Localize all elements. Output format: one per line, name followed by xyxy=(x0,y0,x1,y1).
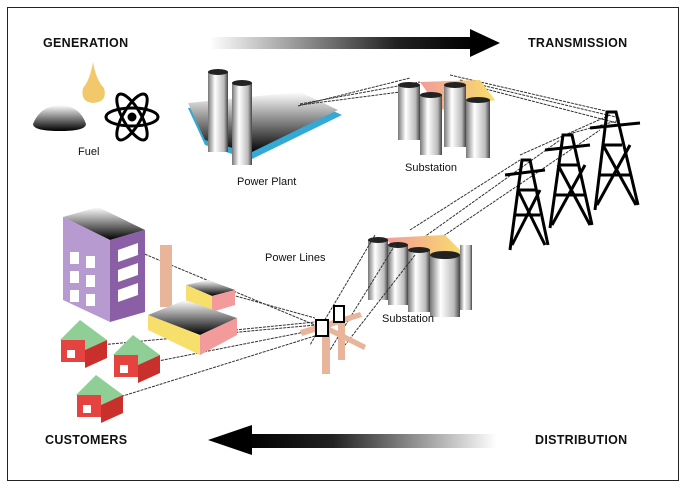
house xyxy=(60,320,107,368)
office-building xyxy=(63,207,145,322)
power-lines-label: Power Lines xyxy=(265,252,326,264)
house xyxy=(76,375,123,423)
distribution-lines xyxy=(99,234,416,401)
power-plant-label: Power Plant xyxy=(237,176,297,188)
oil-drop-icon xyxy=(82,62,105,103)
tower xyxy=(544,133,594,229)
substation-transmission-label: Substation xyxy=(405,162,457,174)
large-factory-building xyxy=(148,300,237,355)
substation-distribution-label: Substation xyxy=(382,313,434,325)
substation-transmission-illustration xyxy=(398,80,495,158)
utility-pole xyxy=(300,305,366,374)
fuel-label: Fuel xyxy=(78,146,100,158)
tower xyxy=(504,158,550,251)
arrow-left xyxy=(208,425,497,455)
transmission-label: TRANSMISSION xyxy=(528,36,628,50)
power-plant-illustration xyxy=(188,69,342,165)
small-factory-building xyxy=(186,280,235,312)
distribution-label: DISTRIBUTION xyxy=(535,433,628,447)
transmission-towers xyxy=(504,110,641,251)
tower xyxy=(589,110,641,211)
atom-icon xyxy=(104,92,160,142)
coal-icon xyxy=(33,105,86,131)
factory-chimney xyxy=(160,245,172,307)
house xyxy=(113,335,160,383)
generation-label: GENERATION xyxy=(43,36,129,50)
substation-distribution-illustration xyxy=(368,235,472,317)
customers-label: CUSTOMERS xyxy=(45,433,128,447)
arrow-right xyxy=(210,29,500,57)
